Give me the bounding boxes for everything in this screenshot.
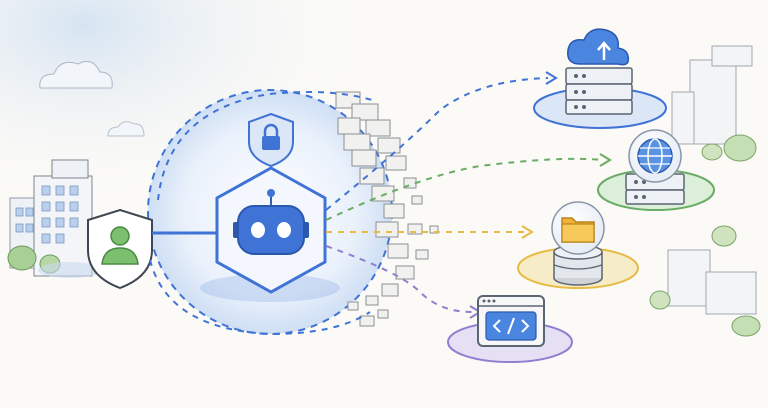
arrowhead-cloud-server [545, 71, 558, 85]
office-building-right-bottom [649, 225, 761, 337]
office-building-left [7, 159, 102, 278]
arrowhead-web-server [599, 153, 612, 167]
crumbling-wall [335, 91, 439, 327]
connection-agent-cloud-server [325, 77, 549, 211]
folder-database-icon [517, 201, 639, 289]
connection-user-arc-bottom [149, 259, 371, 336]
user-shield-icon [87, 208, 153, 290]
connection-user-arc-top [157, 91, 373, 201]
cloud-left [39, 60, 113, 89]
code-window-icon [447, 295, 573, 363]
connection-agent-code-app [325, 245, 473, 313]
connection-agent-web-server [325, 157, 603, 221]
cloud-small [107, 121, 145, 137]
robot-icon [215, 166, 327, 294]
cloud-server-icon [533, 28, 667, 129]
office-building-right-top [671, 45, 757, 162]
lock-shield-icon [248, 112, 294, 168]
arrowhead-file-store [521, 225, 534, 239]
globe-server-icon [597, 129, 715, 211]
